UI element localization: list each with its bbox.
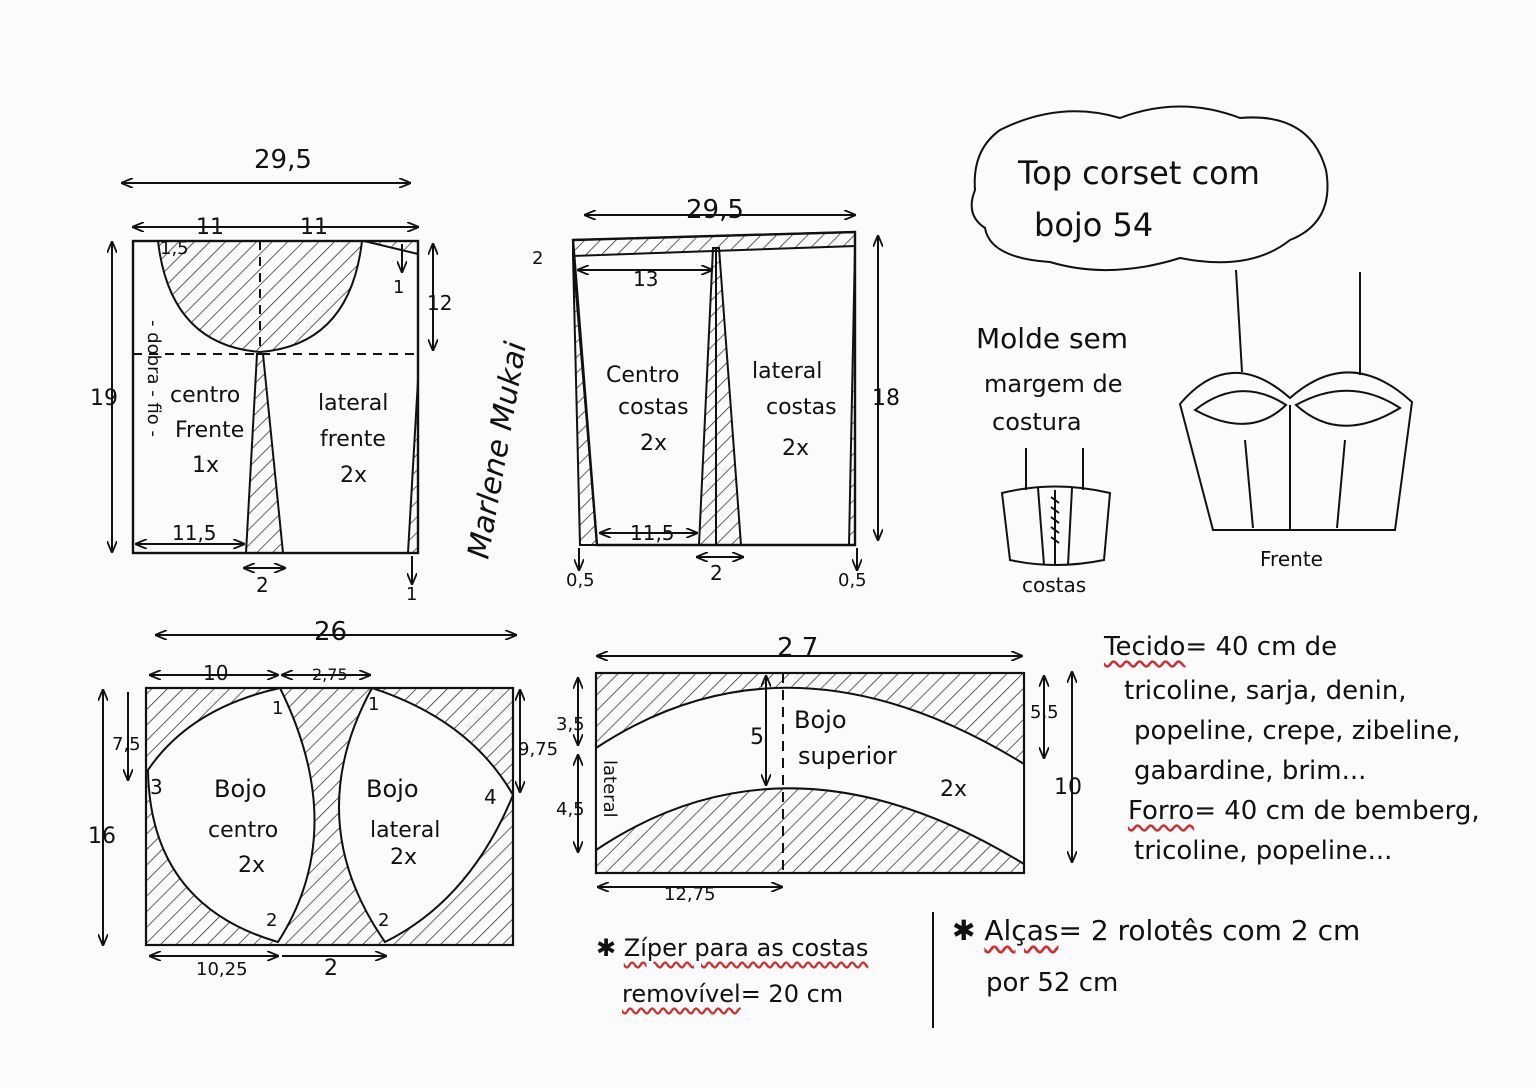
ziper-removivel: removível: [622, 980, 741, 1008]
back-sketch: [1000, 448, 1112, 566]
tecido-line-3: popeline, crepe, zibeline,: [1134, 716, 1461, 746]
back-dim-05b: 0,5: [838, 570, 867, 591]
lateral-costas-l3: 2x: [782, 436, 809, 461]
cup-point-1a: 1: [272, 698, 283, 719]
alcas-label: Alças: [984, 914, 1059, 947]
title-line-1: Top corset com: [1017, 154, 1260, 192]
upper-lateral-label: lateral: [599, 760, 620, 818]
upper-dim-27: 2 7: [777, 633, 818, 663]
bojo-lateral-l3: 2x: [390, 845, 417, 870]
back-dim-2: 2: [532, 248, 543, 269]
alcas-line-1: ✱ Alças= 2 rolotês com 2 cm: [952, 914, 1361, 947]
bojo-lateral-l2: lateral: [370, 818, 440, 843]
cups-dim-26: 26: [314, 617, 347, 647]
front-dim-15: 1,5: [160, 238, 189, 259]
subtitle-line-3: costura: [992, 408, 1082, 436]
subtitle-line-2: margem de: [984, 370, 1123, 398]
centro-costas-l3: 2x: [640, 431, 667, 456]
front-dim-11b: 11: [300, 215, 328, 240]
cup-point-4: 4: [484, 785, 497, 809]
front-dim-1: 1: [393, 277, 404, 298]
front-width-label: 29,5: [254, 145, 312, 175]
cups-dim-1025: 10,25: [196, 959, 248, 980]
front-dim-12: 12: [427, 291, 452, 315]
bojo-centro-l1: Bojo: [214, 775, 267, 803]
front-dim-1b: 1: [406, 584, 417, 605]
tecido-label: Tecido: [1104, 632, 1186, 662]
lateral-frente-l3: 2x: [340, 463, 367, 488]
tecido-line-4: gabardine, brim...: [1134, 756, 1367, 786]
front-pattern: [112, 183, 433, 584]
alcas-line-2: por 52 cm: [986, 968, 1119, 998]
lateral-frente-l1: lateral: [318, 391, 388, 416]
ziper-value: = 20 cm: [740, 980, 844, 1008]
cups-pattern: [103, 635, 520, 956]
forro-line-2: tricoline, popeline...: [1134, 836, 1393, 866]
back-sketch-label: costas: [1022, 573, 1086, 597]
back-dim-05a: 0,5: [566, 570, 595, 591]
front-dim-11a: 11: [196, 215, 224, 240]
upper-dim-55: 5,5: [1030, 702, 1059, 723]
title-cloud: [970, 105, 1329, 272]
lateral-frente-l2: frente: [320, 427, 386, 452]
upper-dim-10: 10: [1054, 775, 1082, 800]
cups-dim-16: 16: [88, 824, 116, 849]
ziper-label: Zíper para as costas: [623, 934, 869, 962]
upper-dim-1275: 12,75: [664, 884, 716, 905]
back-pattern: [571, 215, 878, 570]
back-dim-18: 18: [872, 386, 900, 411]
fold-label: - dobra - fio -: [143, 320, 164, 437]
title-line-2: bojo 54: [1034, 206, 1153, 244]
upper-cup-pattern: [578, 656, 1072, 887]
centro-frente-l3: 1x: [192, 453, 219, 478]
front-sketch-label: Frente: [1260, 547, 1323, 571]
bojo-lateral-l1: Bojo: [366, 775, 419, 803]
tecido-text-1: = 40 cm de: [1185, 632, 1338, 662]
subtitle-line-1: Molde sem: [976, 322, 1128, 355]
cup-point-2b: 2: [378, 910, 389, 931]
front-dim-115: 11,5: [172, 521, 217, 545]
tecido-line-2: tricoline, sarja, denin,: [1124, 676, 1407, 706]
centro-costas-l2: costas: [618, 395, 689, 420]
cups-dim-10: 10: [203, 661, 228, 685]
back-dim-2b: 2: [710, 561, 723, 585]
tecido-line-1: Tecido= 40 cm de: [1104, 632, 1337, 663]
ziper-line-2: removível= 20 cm: [622, 980, 843, 1009]
upper-dim-35: 3,5: [556, 714, 585, 735]
front-sketch: [1178, 269, 1414, 531]
alcas-text-1: = 2 rolotês com 2 cm: [1058, 914, 1361, 947]
bojo-superior-l1: Bojo: [794, 706, 847, 734]
back-dim-13: 13: [633, 267, 658, 291]
cup-point-2a: 2: [266, 910, 277, 931]
upper-dim-45: 4,5: [556, 799, 585, 820]
cup-point-3: 3: [150, 775, 163, 799]
bojo-centro-l2: centro: [208, 818, 278, 843]
bojo-superior-l3: 2x: [940, 777, 967, 802]
cups-dim-275: 2,75: [312, 665, 348, 684]
ziper-line-1: ✱ Zíper para as costas: [596, 934, 869, 962]
forro-label: Forro: [1128, 796, 1195, 826]
upper-dim-5: 5: [750, 725, 764, 750]
centro-frente-l1: centro: [170, 383, 240, 408]
back-width-label: 29,5: [686, 195, 744, 225]
lateral-costas-l2: costas: [766, 395, 837, 420]
centro-frente-l2: Frente: [175, 418, 244, 443]
cups-dim-2: 2: [324, 956, 338, 981]
bojo-centro-l3: 2x: [238, 853, 265, 878]
front-dim-2: 2: [256, 573, 269, 597]
cups-dim-75: 7,5: [112, 734, 141, 755]
bojo-superior-l2: superior: [798, 742, 897, 770]
cups-dim-975: 9,75: [518, 739, 558, 760]
centro-costas-l1: Centro: [606, 363, 680, 388]
front-dim-19: 19: [90, 386, 118, 411]
lateral-costas-l1: lateral: [752, 359, 822, 384]
back-dim-115: 11,5: [630, 521, 675, 545]
forro-line-1: Forro= 40 cm de bemberg,: [1128, 796, 1480, 827]
signature: Marlene Mukai: [461, 339, 534, 562]
cup-point-1b: 1: [368, 694, 379, 715]
forro-text-1: = 40 cm de bemberg,: [1194, 796, 1480, 826]
